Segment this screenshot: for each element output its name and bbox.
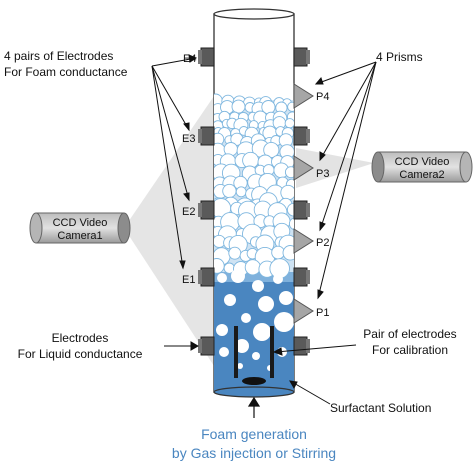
liquid-electrode-pointer [164, 341, 200, 351]
electrodes-liquid-label-line2: For Liquid conductance [18, 347, 143, 361]
electrode-right-2 [293, 126, 310, 146]
liquid-bubble [235, 339, 249, 353]
foam-generation-label-line2: by Gas injection or Stirring [172, 445, 336, 461]
liquid-bubble [231, 269, 245, 283]
prism-p1: P1 [293, 298, 329, 324]
liquid-bubbles [216, 269, 294, 371]
camera1-label-line1: CCD Video [53, 217, 108, 229]
foam-cell [284, 118, 294, 129]
electrodes-liquid-label-line1: Electrodes [52, 331, 109, 345]
electrode-label-e3: E3 [182, 133, 195, 145]
prism-label-p1: P1 [316, 307, 329, 319]
prism-p4: P4 [293, 83, 329, 109]
foam-cell [282, 245, 294, 261]
liquid-bubble [217, 273, 227, 283]
liquid-bubble [224, 294, 236, 306]
camera2: CCD Video Camera2 [371, 151, 473, 183]
liquid-electrode-left [198, 336, 215, 356]
camera1: CCD Video Camera1 [29, 212, 131, 244]
liquid-bubble [279, 291, 293, 305]
liquid-bubble [219, 347, 229, 357]
foam-cell [231, 99, 246, 114]
surfactant-label: Surfactant Solution [330, 401, 431, 415]
liquid-bubble [258, 296, 274, 312]
prism-label-p3: P3 [316, 168, 329, 180]
liquid-bubble [274, 312, 294, 332]
foam-cell [287, 101, 294, 112]
liquid-bubble [252, 280, 264, 292]
foam-cell [235, 186, 247, 198]
electrode-label-e1: E1 [182, 274, 195, 286]
column-top-rim [213, 8, 295, 20]
stir-bar [242, 377, 266, 385]
calibration-label-line2: For calibration [372, 343, 448, 357]
liquid-bubble [252, 352, 260, 360]
camera2-view-beam [296, 148, 374, 188]
electrode-label-e2: E2 [182, 206, 195, 218]
prism-pointers [314, 61, 377, 300]
electrodes-foam-label-line2: For Foam conductance [4, 65, 128, 79]
prism-label-p2: P2 [316, 237, 329, 249]
foam-column [213, 8, 295, 398]
prism-p3: P3 [293, 155, 329, 181]
foam-cell [288, 217, 294, 231]
foam-cells [214, 93, 294, 279]
foam-cell [280, 184, 294, 201]
electrode-e2: E2 [182, 200, 215, 220]
liquid-bubble [216, 324, 228, 336]
electrode-right-1 [293, 47, 310, 67]
foam-electrode-pointers [151, 54, 198, 270]
foam-generation-arrow [247, 396, 261, 418]
calibration-electrode-right [270, 326, 274, 378]
camera1-view-beam [124, 96, 214, 366]
electrode-e3: E3 [182, 126, 215, 146]
calibration-pointer [272, 344, 357, 356]
column-bottom [213, 386, 295, 398]
prisms-label: 4 Prisms [376, 50, 423, 64]
camera2-label-line1: CCD Video [395, 156, 450, 168]
prism-p2: P2 [293, 228, 329, 254]
foam-generation-label-line1: Foam generation [201, 426, 307, 442]
prism-label-p4: P4 [316, 91, 329, 103]
camera1-label-line2: Camera1 [57, 230, 102, 242]
liquid-bubble [253, 323, 271, 341]
electrode-e1: E1 [182, 267, 215, 287]
foam-cell [284, 166, 294, 179]
calibration-electrode-left [234, 326, 238, 378]
foam-cell [228, 246, 242, 260]
calibration-label-line1: Pair of electrodes [363, 327, 456, 341]
electrode-right-4 [293, 267, 310, 287]
electrode-right-3 [293, 200, 310, 220]
liquid-bubble [237, 363, 243, 369]
liquid-bubble [273, 274, 283, 284]
electrode-e4: E4 [183, 47, 215, 67]
electrodes-foam-label-line1: 4 pairs of Electrodes [4, 49, 113, 63]
foam-cell [244, 259, 261, 276]
foam-cell [222, 183, 237, 199]
liquid-electrode-right [293, 336, 310, 356]
surfactant-pointer [289, 380, 331, 405]
camera2-label-line2: Camera2 [399, 169, 444, 181]
liquid-bubble [241, 313, 251, 323]
